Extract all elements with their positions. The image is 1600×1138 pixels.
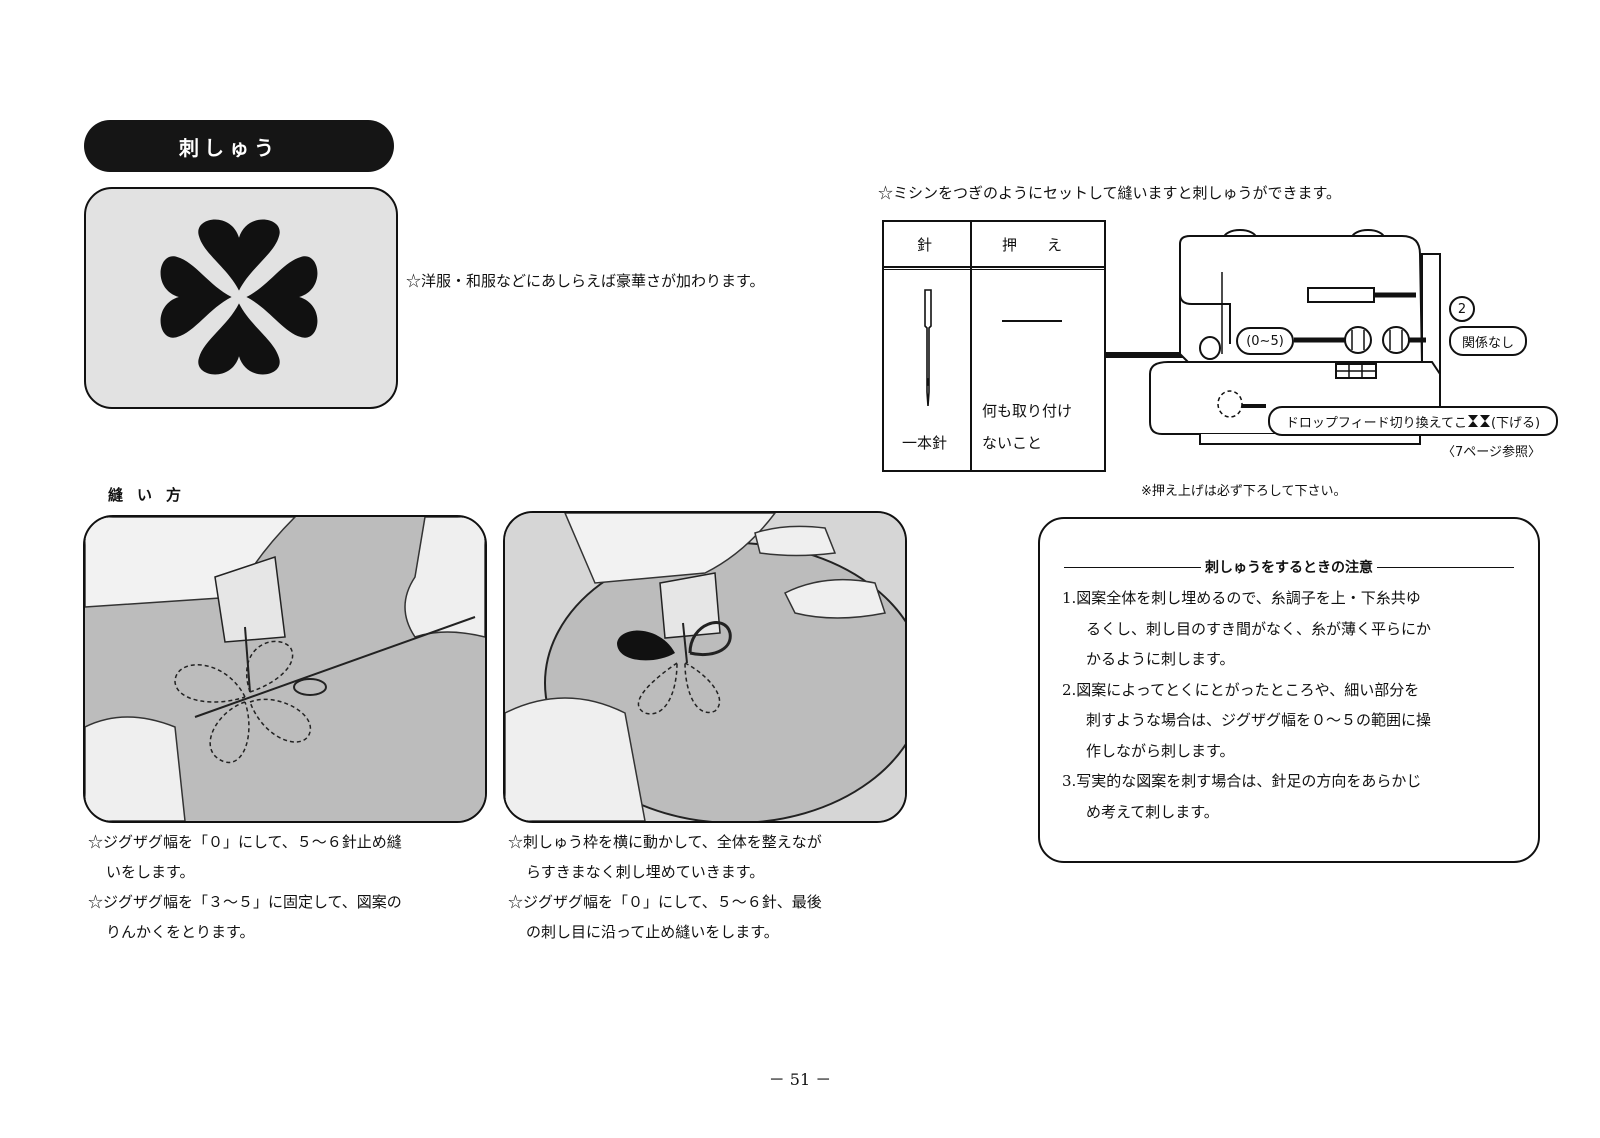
- foot-header: 押 え: [1002, 236, 1063, 254]
- embroidery-sample-image: [84, 187, 398, 409]
- step2-line3: ☆ジグザグ幅を「０」にして、５～６針、最後: [508, 893, 822, 911]
- note-3-line2: め考えて刺します。: [1086, 802, 1219, 821]
- sewing-photo-outline: [83, 515, 487, 823]
- clover-icon: [160, 219, 318, 375]
- reference-note: 〈7ページ参照〉: [1442, 445, 1542, 460]
- step1-line2: いをします。: [106, 863, 195, 881]
- step1-line3: ☆ジグザグ幅を「３～５」に固定して、図案の: [88, 893, 402, 911]
- pattern-callout: 関係なし: [1449, 326, 1527, 356]
- section-title: 刺しゅう: [84, 120, 394, 172]
- note-1-line2: るくし、刺し目のすき間がなく、糸が薄く平らにか: [1086, 619, 1432, 638]
- zigzag-width-value: (0∼5): [1246, 333, 1284, 349]
- needle-value: 一本針: [902, 434, 948, 452]
- sewing-photo-fill: [503, 511, 907, 823]
- note-1-line3: かるように刺します。: [1086, 650, 1235, 668]
- embroidery-notes-box: 刺しゅうをするときの注意 1.図案全体を刺し埋めるので、糸調子を上・下糸共ゆ る…: [1038, 517, 1540, 863]
- intro-text: ☆洋服・和服などにあしらえば豪華さが加わります。: [406, 272, 765, 290]
- notes-list: 1.図案全体を刺し埋めるので、糸調子を上・下糸共ゆ るくし、刺し目のすき間がなく…: [1062, 583, 1431, 827]
- needle-header: 針: [917, 236, 933, 254]
- note-2-line3: 作しながら刺します。: [1086, 741, 1235, 760]
- foot-value-line1: 何も取り付け: [982, 402, 1073, 420]
- drop-feed-callout: ドロップフィード切り換えてこ (下げる): [1268, 406, 1558, 436]
- pattern-value: 関係なし: [1461, 335, 1514, 351]
- foot-value-line2: ないこと: [982, 434, 1043, 452]
- setup-caption: ☆ミシンをつぎのようにセットして縫いますと刺しゅうができます。: [878, 184, 1342, 202]
- connector-bar: [1104, 352, 1196, 358]
- note-2-line1: 2.図案によってとくにとがったところや、細い部分を: [1062, 680, 1420, 699]
- method-heading: 縫い方: [108, 486, 196, 504]
- stitch-length-callout: 2: [1449, 296, 1475, 322]
- drop-feed-text: ドロップフィード切り換えてこ: [1285, 415, 1467, 431]
- stitch-length-value: 2: [1457, 301, 1467, 317]
- setup-table: 針 押 え 何も取り付け ないこと 一本針: [882, 220, 1106, 472]
- section-title-text: 刺しゅう: [179, 135, 279, 160]
- page-number: － 51 －: [768, 1070, 832, 1089]
- note-3-line1: 3.写実的な図案を刺す場合は、針足の方向をあらかじ: [1062, 772, 1422, 790]
- needle-icon: [924, 289, 932, 407]
- step2-line4: の刺し目に沿って止め縫いをします。: [526, 923, 779, 941]
- step2-line2: らすきまなく刺し埋めていきます。: [526, 863, 765, 881]
- note-1-line1: 1.図案全体を刺し埋めるので、糸調子を上・下糸共ゆ: [1062, 589, 1421, 607]
- drop-feed-icon: [1467, 415, 1490, 427]
- step1-line4: りんかくをとります。: [106, 923, 255, 941]
- notes-heading: 刺しゅうをするときの注意: [1064, 557, 1514, 577]
- drop-feed-suffix: (下げる): [1490, 415, 1541, 431]
- no-foot-dash: [1002, 320, 1062, 322]
- footnote: ※押え上げは必ず下ろして下さい。: [1141, 484, 1347, 499]
- note-2-line2: 刺すような場合は、ジグザグ幅を０～５の範囲に操: [1086, 711, 1432, 729]
- zigzag-width-callout: (0∼5): [1236, 327, 1294, 355]
- notes-title: 刺しゅうをするときの注意: [1205, 560, 1373, 576]
- step2-line1: ☆刺しゅう枠を横に動かして、全体を整えなが: [508, 833, 822, 851]
- step1-line1: ☆ジグザグ幅を「０」にして、５～６針止め縫: [88, 833, 402, 851]
